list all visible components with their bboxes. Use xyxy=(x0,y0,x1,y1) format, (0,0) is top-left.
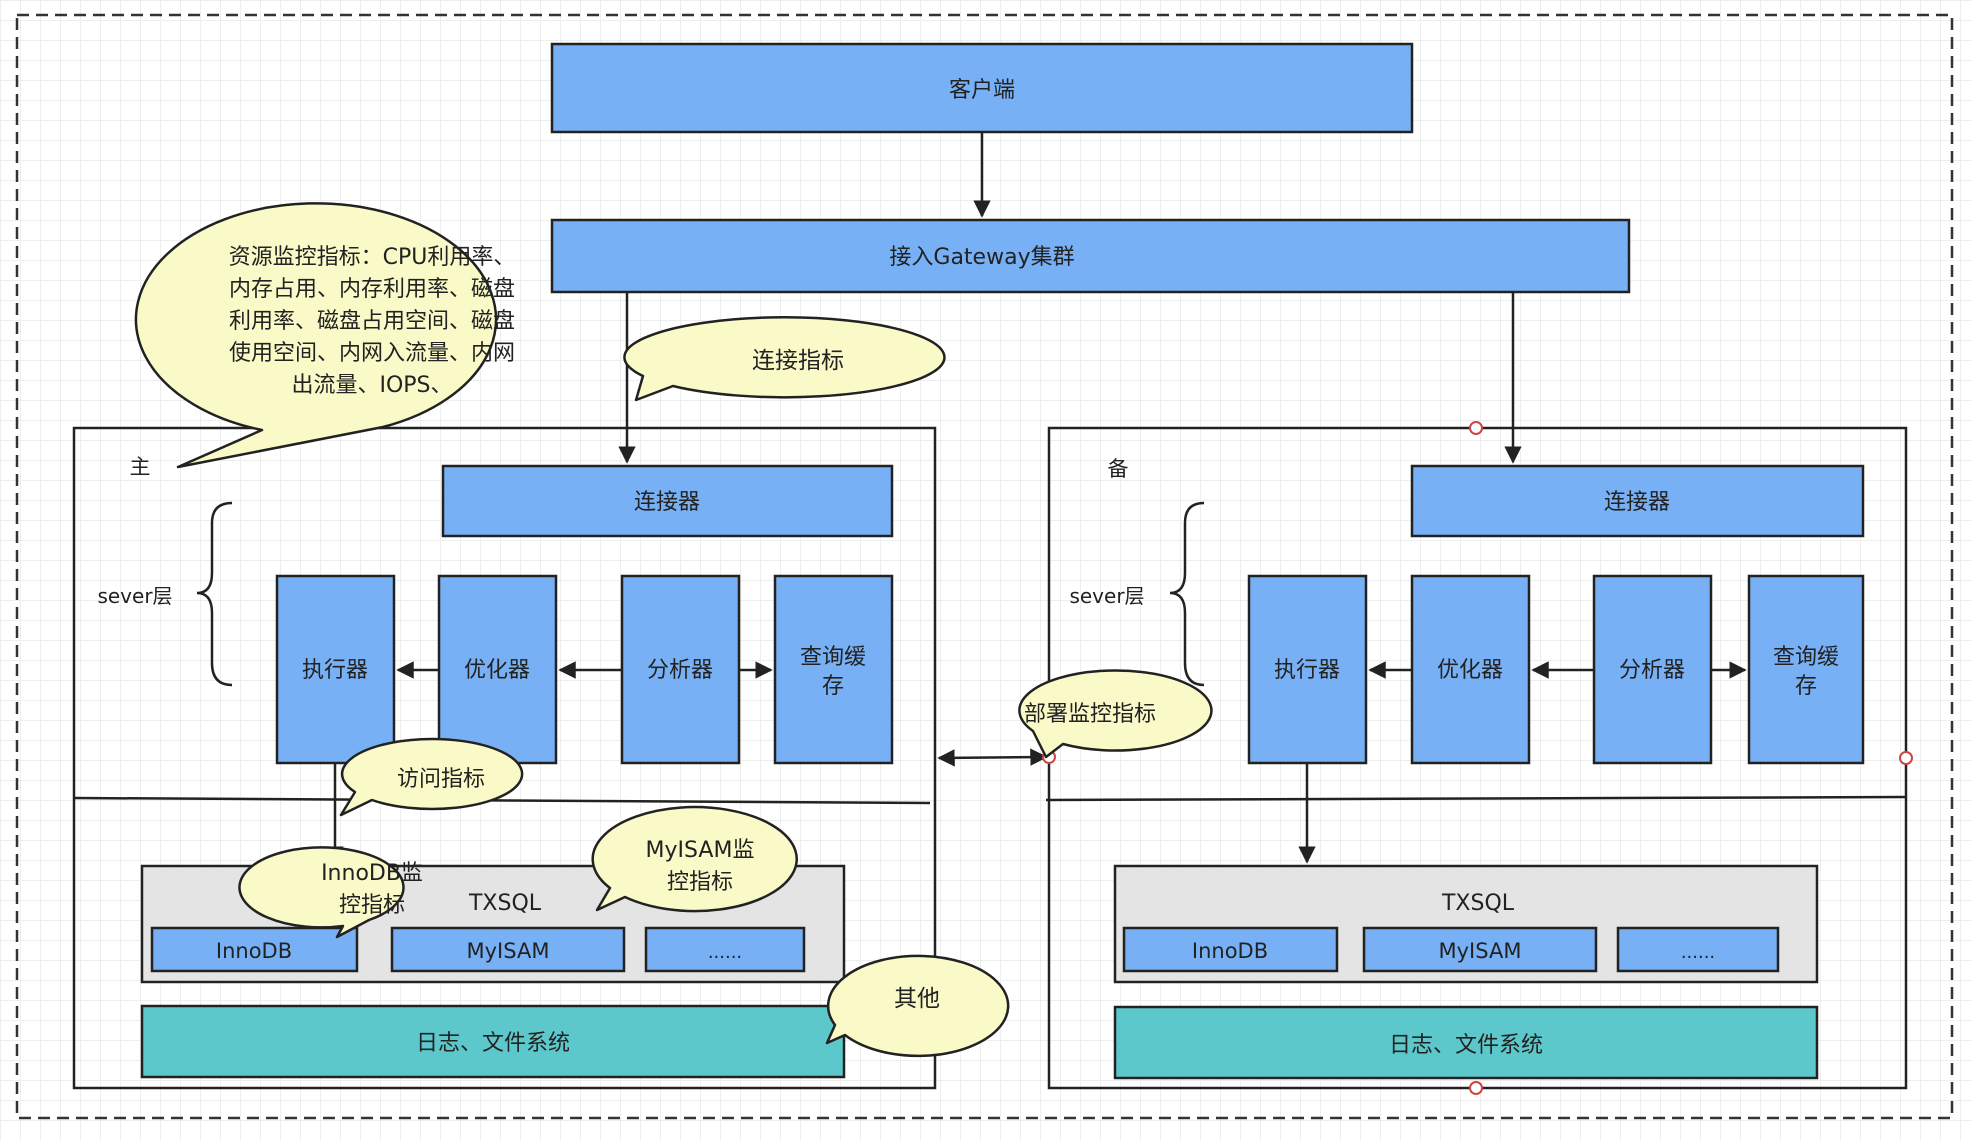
deployment-metrics-callout: 部署监控指标 xyxy=(1018,669,1213,759)
primary-label: 主 xyxy=(130,455,151,479)
svg-text:内存占用、内存利用率、磁盘: 内存占用、内存利用率、磁盘 xyxy=(229,277,515,302)
standby-connector-label: 连接器 xyxy=(1604,490,1670,515)
primary-txsql-label: TXSQL xyxy=(468,891,542,916)
standby-storage-label: 日志、文件系统 xyxy=(1389,1033,1543,1058)
primary-myisam-box xyxy=(390,926,626,973)
innodb-metrics-callout: InnoDB监 控指标 xyxy=(238,846,423,939)
standby-optimizer-box xyxy=(1410,574,1531,765)
standby-executor-label: 执行器 xyxy=(1274,658,1340,683)
access-metrics-callout: 访问指标 xyxy=(339,737,524,817)
primary-connector-box xyxy=(441,464,894,538)
standby-connector-box xyxy=(1410,464,1865,538)
resource-metrics-callout: 资源监控指标：CPU利用率、 内存占用、内存利用率、磁盘 利用率、磁盘占用空间、… xyxy=(134,202,516,469)
connection-metrics-callout: 连接指标 xyxy=(623,316,946,402)
connection-dot xyxy=(1469,1081,1483,1095)
svg-text:使用空间、内网入流量、内网: 使用空间、内网入流量、内网 xyxy=(229,341,515,366)
primary-storage-box xyxy=(140,1004,846,1079)
primary-myisam-label: MyISAM xyxy=(467,939,550,963)
standby-innodb-label: InnoDB xyxy=(1192,939,1268,963)
primary-analyzer-label: 分析器 xyxy=(647,658,713,683)
standby-other-engine-box xyxy=(1616,926,1780,973)
primary-server-brace xyxy=(196,501,233,687)
gateway-label: 接入Gateway集群 xyxy=(889,245,1074,270)
standby-query-cache-label-1: 查询缓 xyxy=(1773,645,1839,670)
standby-myisam-label: MyISAM xyxy=(1439,939,1522,963)
svg-text:部署监控指标: 部署监控指标 xyxy=(1024,702,1156,727)
standby-storage-box xyxy=(1113,1005,1819,1080)
primary-optimizer-box xyxy=(437,574,558,765)
connection-dot xyxy=(1469,421,1483,435)
primary-query-cache-label-2: 存 xyxy=(822,674,844,699)
replication-arrow xyxy=(937,748,1048,767)
primary-storage-label: 日志、文件系统 xyxy=(416,1031,570,1056)
other-metrics-callout: 其他 xyxy=(825,954,1010,1058)
client-label: 客户端 xyxy=(949,78,1015,103)
primary-query-cache-label-1: 查询缓 xyxy=(800,645,866,670)
gateway-box: 接入Gateway集群 xyxy=(550,218,1631,294)
primary-executor-box xyxy=(275,574,396,765)
standby-txsql-label: TXSQL xyxy=(1441,891,1515,916)
svg-text:控指标: 控指标 xyxy=(339,893,405,918)
svg-text:其他: 其他 xyxy=(894,986,940,1012)
svg-text:出流量、IOPS、: 出流量、IOPS、 xyxy=(291,373,452,398)
standby-query-cache-label-2: 存 xyxy=(1795,674,1817,699)
myisam-metrics-callout: MyISAM监 控指标 xyxy=(591,805,798,913)
primary-innodb-label: InnoDB xyxy=(216,939,292,963)
svg-text:连接指标: 连接指标 xyxy=(752,348,844,374)
standby-analyzer-label: 分析器 xyxy=(1619,658,1685,683)
standby-server-brace xyxy=(1169,501,1205,687)
primary-connector-label: 连接器 xyxy=(634,490,700,515)
standby-server-layer-label: sever层 xyxy=(1069,584,1144,608)
standby-query-cache-box xyxy=(1747,574,1865,765)
primary-other-engine-box xyxy=(644,926,806,973)
standby-myisam-box xyxy=(1362,926,1598,973)
primary-server-layer-label: sever层 xyxy=(97,584,172,608)
standby-other-engine-label: ...... xyxy=(1681,942,1715,963)
svg-text:利用率、磁盘占用空间、磁盘: 利用率、磁盘占用空间、磁盘 xyxy=(229,309,515,334)
primary-other-engine-label: ...... xyxy=(708,942,742,963)
svg-text:InnoDB监: InnoDB监 xyxy=(321,861,423,886)
client-box: 客户端 xyxy=(550,42,1414,134)
standby-node: 备 sever层 连接器 执行器 优化器 分析器 查询缓 存 TXSQL Inn… xyxy=(1045,426,1908,1090)
connection-dot xyxy=(1899,751,1913,765)
svg-text:MyISAM监: MyISAM监 xyxy=(646,838,755,863)
standby-innodb-box xyxy=(1122,926,1339,973)
primary-node: 主 sever层 连接器 执行器 优化器 分析器 查询缓 存 TXSQL Inn… xyxy=(72,426,937,1090)
primary-optimizer-label: 优化器 xyxy=(464,658,530,683)
primary-innodb-box xyxy=(150,926,359,973)
svg-text:控指标: 控指标 xyxy=(667,870,733,895)
svg-text:访问指标: 访问指标 xyxy=(397,767,485,792)
primary-executor-label: 执行器 xyxy=(302,658,368,683)
standby-optimizer-label: 优化器 xyxy=(1437,658,1503,683)
standby-label: 备 xyxy=(1108,457,1129,481)
primary-query-cache-box xyxy=(773,574,894,765)
svg-text:资源监控指标：CPU利用率、: 资源监控指标：CPU利用率、 xyxy=(229,245,516,270)
